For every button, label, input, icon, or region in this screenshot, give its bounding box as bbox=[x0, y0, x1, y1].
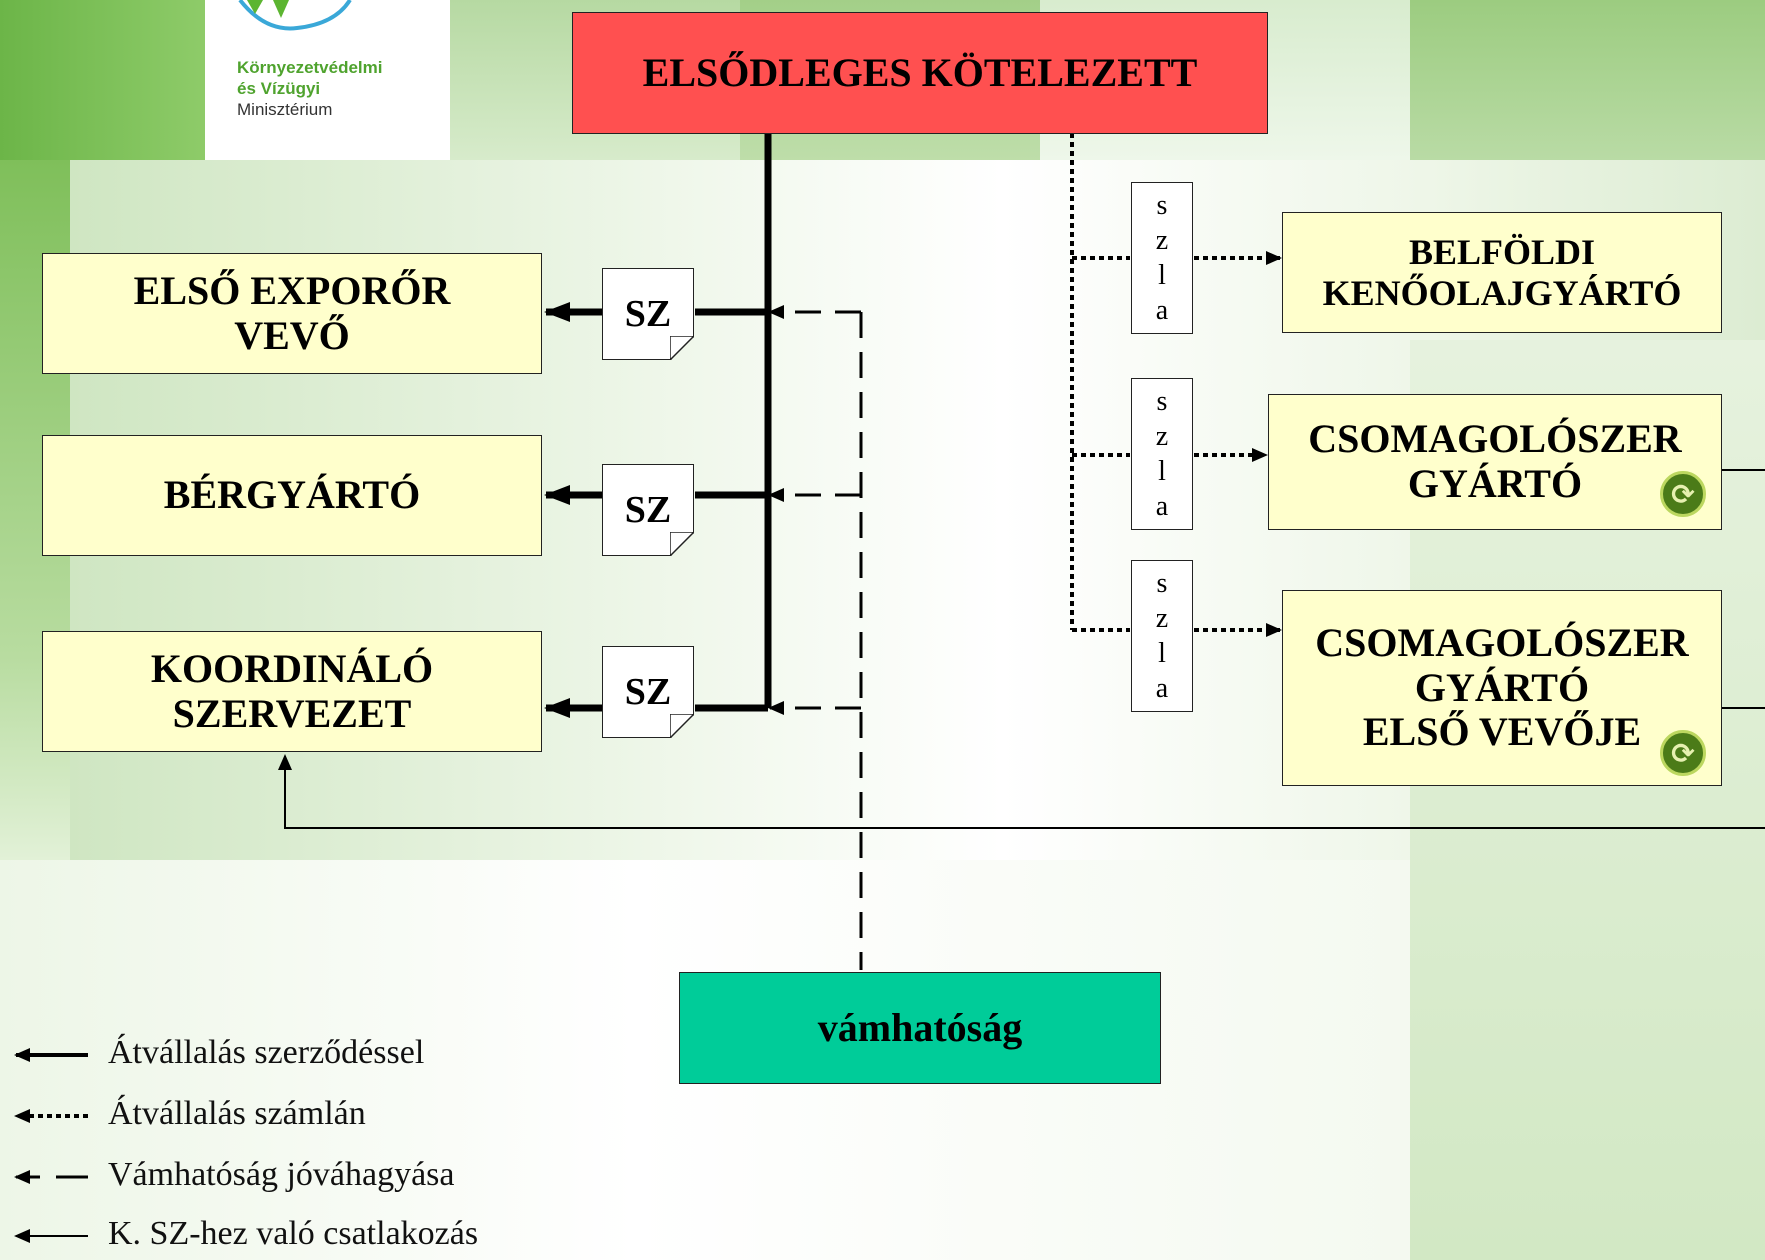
customs-authority-box: vámhatóság bbox=[679, 972, 1161, 1084]
legend-contract-takeover: Átvállalás szerződéssel bbox=[108, 1034, 425, 1071]
invoice-letter: s bbox=[1156, 568, 1168, 599]
invoice-letter: a bbox=[1155, 491, 1169, 522]
invoice-label-packaging-buyer: s z l a bbox=[1131, 560, 1193, 712]
leaf-icon bbox=[238, 0, 352, 31]
invoice-letter: a bbox=[1155, 295, 1169, 326]
document-fold-icon bbox=[670, 336, 694, 360]
legend-coordinator-joining: K. SZ-hez való csatlakozás bbox=[108, 1215, 479, 1252]
background-green-left bbox=[0, 0, 210, 160]
background-green-far-right bbox=[1410, 0, 1765, 160]
logo-line-2: és Vízügyi bbox=[237, 79, 321, 98]
primary-obligor-box: ELSŐDLEGES KÖTELEZETT bbox=[572, 12, 1268, 134]
legend-customs-approval: Vámhatóság jóváhagyása bbox=[108, 1156, 455, 1193]
background-logo-panel bbox=[205, 0, 450, 160]
document-fold-icon bbox=[670, 532, 694, 556]
document-fold-icon bbox=[670, 714, 694, 738]
invoice-letter: a bbox=[1155, 673, 1169, 704]
coordinating-organization-box: KOORDINÁLÓ SZERVEZET bbox=[42, 631, 542, 752]
packaging-first-buyer-label: CSOMAGOLÓSZER GYÁRTÓ ELSŐ VEVŐJE bbox=[1315, 619, 1689, 755]
invoice-letter: l bbox=[1158, 638, 1166, 669]
contract-manufacturer-box: BÉRGYÁRTÓ bbox=[42, 435, 542, 556]
invoice-letter: z bbox=[1155, 225, 1169, 256]
invoice-label-domestic: s z l a bbox=[1131, 182, 1193, 334]
packaging-manufacturer-box: CSOMAGOLÓSZER GYÁRTÓ bbox=[1268, 394, 1722, 530]
domestic-lubricant-manufacturer-box: BELFÖLDI KENŐOLAJGYÁRTÓ bbox=[1282, 212, 1722, 333]
invoice-letter: s bbox=[1156, 386, 1168, 417]
logo-line-1: Környezetvédelmi bbox=[237, 58, 383, 77]
invoice-letter: l bbox=[1158, 456, 1166, 487]
ministry-logo: Környezetvédelmi és Vízügyi Minisztérium bbox=[225, 0, 445, 140]
invoice-letter: z bbox=[1155, 421, 1169, 452]
exporter-buyer-box: ELSŐ EXPORŐR VEVŐ bbox=[42, 253, 542, 374]
packaging-manufacturer-label: CSOMAGOLÓSZER GYÁRTÓ bbox=[1308, 416, 1682, 506]
invoice-letter: z bbox=[1155, 603, 1169, 634]
packaging-first-buyer-box: CSOMAGOLÓSZER GYÁRTÓ ELSŐ VEVŐJE bbox=[1282, 590, 1722, 786]
recycle-icon: ⟳ bbox=[1660, 730, 1706, 776]
legend-invoice-takeover: Átvállalás számlán bbox=[108, 1095, 366, 1132]
join-line-coordinator bbox=[278, 754, 1765, 829]
invoice-label-packaging-maker: s z l a bbox=[1131, 378, 1193, 530]
logo-line-3: Minisztérium bbox=[237, 100, 333, 119]
contract-document-exporter: SZ bbox=[602, 268, 694, 360]
invoice-letter: s bbox=[1156, 190, 1168, 221]
recycle-icon: ⟳ bbox=[1660, 471, 1706, 517]
invoice-letter: l bbox=[1158, 260, 1166, 291]
